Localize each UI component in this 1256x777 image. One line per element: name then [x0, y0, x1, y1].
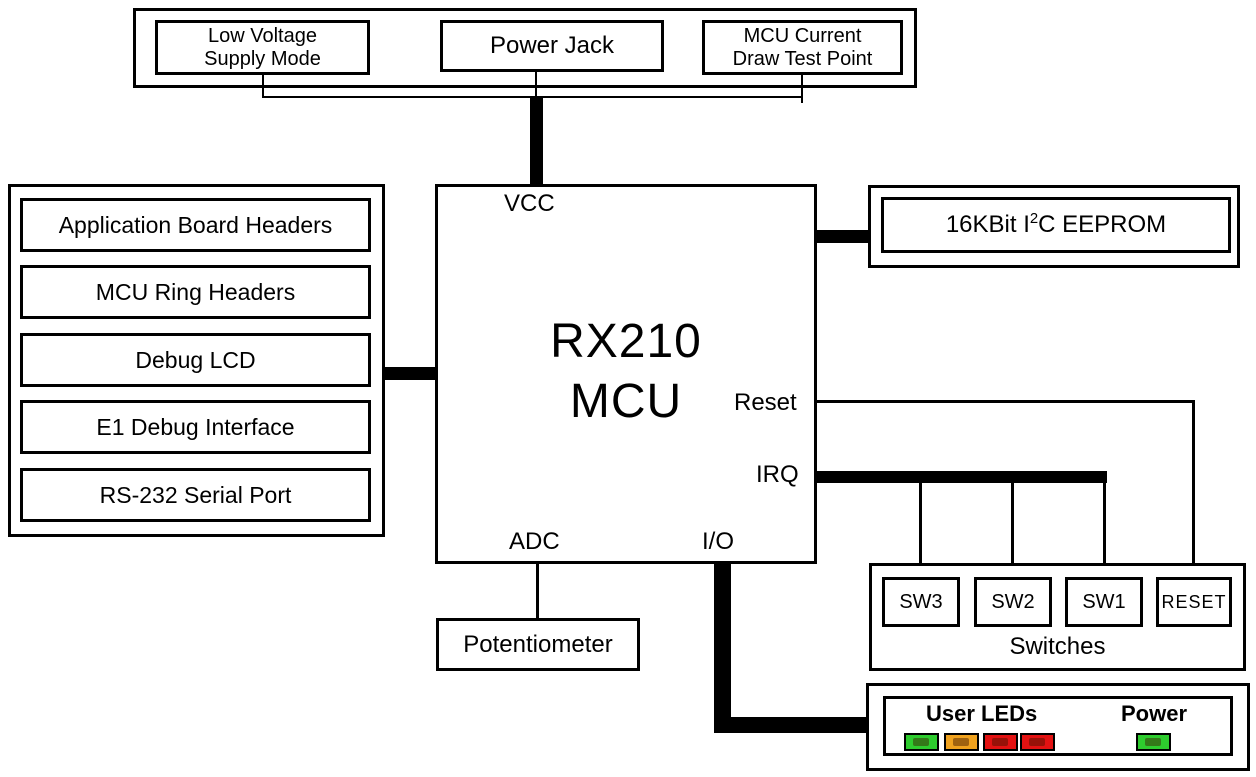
low-voltage-stub-line: [262, 75, 264, 98]
mcu-port-adc-label: ADC: [509, 528, 560, 555]
low-voltage-supply-box: Low Voltage Supply Mode: [155, 20, 370, 75]
sw3-label: SW3: [899, 590, 943, 613]
mcu-port-reset-label: Reset: [734, 389, 797, 416]
mcu-box: [435, 184, 817, 564]
vcc-connector: [530, 97, 543, 185]
user-leds-label: User LEDs: [926, 701, 1038, 726]
user-led-orange-icon: [944, 733, 979, 751]
e1-debug-interface-box: E1 Debug Interface: [20, 400, 371, 454]
mcu-port-irq-label: IRQ: [756, 461, 799, 488]
user-led-green-icon: [904, 733, 939, 751]
rs232-serial-port-label: RS-232 Serial Port: [99, 481, 292, 508]
mcu-port-vcc-label: VCC: [504, 190, 555, 217]
sw2-stub-line: [1011, 483, 1014, 577]
adc-line: [536, 564, 539, 618]
mcu-ring-headers-label: MCU Ring Headers: [95, 278, 296, 305]
leds-inner-box: [883, 696, 1233, 756]
eeprom-box: 16KBit I2C EEPROM: [881, 197, 1231, 253]
irq-connector: [817, 471, 1107, 483]
io-connector-vertical: [714, 564, 731, 733]
power-led-green-icon: [1136, 733, 1171, 751]
reset-line-horizontal: [817, 400, 1195, 403]
io-connector-horizontal: [714, 717, 868, 733]
left-peripherals-connector: [385, 367, 437, 380]
application-board-headers-box: Application Board Headers: [20, 198, 371, 252]
sw1-label: SW1: [1082, 590, 1126, 613]
mcu-current-test-point-label: MCU Current Draw Test Point: [732, 24, 873, 70]
mcu-current-test-point-box: MCU Current Draw Test Point: [702, 20, 903, 75]
reset-line-vertical: [1192, 400, 1195, 577]
potentiometer-box: Potentiometer: [436, 618, 640, 671]
debug-lcd-label: Debug LCD: [135, 346, 256, 373]
power-jack-box: Power Jack: [440, 20, 664, 72]
e1-debug-interface-label: E1 Debug Interface: [96, 413, 295, 440]
user-led-red2-icon: [1020, 733, 1055, 751]
sw3-button-box: SW3: [882, 577, 960, 627]
power-jack-label: Power Jack: [489, 32, 615, 60]
mcu-title: RX210 MCU: [550, 315, 702, 428]
eeprom-label: 16KBit I2C EEPROM: [945, 211, 1167, 238]
eeprom-connector: [817, 230, 868, 243]
sw2-label: SW2: [991, 590, 1035, 613]
power-led-label: Power: [1121, 701, 1188, 726]
reset-button-label: RESET: [1161, 591, 1227, 612]
reset-button-box: RESET: [1156, 577, 1232, 627]
sw3-stub-line: [919, 483, 922, 577]
sw1-stub-line: [1103, 483, 1106, 577]
application-board-headers-label: Application Board Headers: [58, 211, 333, 238]
user-led-red1-icon: [983, 733, 1018, 751]
potentiometer-label: Potentiometer: [463, 630, 613, 658]
sw1-button-box: SW1: [1065, 577, 1143, 627]
mcu-port-io-label: I/O: [702, 528, 735, 555]
mcu-ring-headers-box: MCU Ring Headers: [20, 265, 371, 319]
power-jack-stub-line: [535, 72, 537, 100]
low-voltage-supply-label: Low Voltage Supply Mode: [204, 24, 321, 70]
switches-caption: Switches: [1009, 633, 1106, 660]
mcu-current-stub-line: [801, 75, 803, 103]
rs232-serial-port-box: RS-232 Serial Port: [20, 468, 371, 522]
sw2-button-box: SW2: [974, 577, 1052, 627]
debug-lcd-box: Debug LCD: [20, 333, 371, 387]
